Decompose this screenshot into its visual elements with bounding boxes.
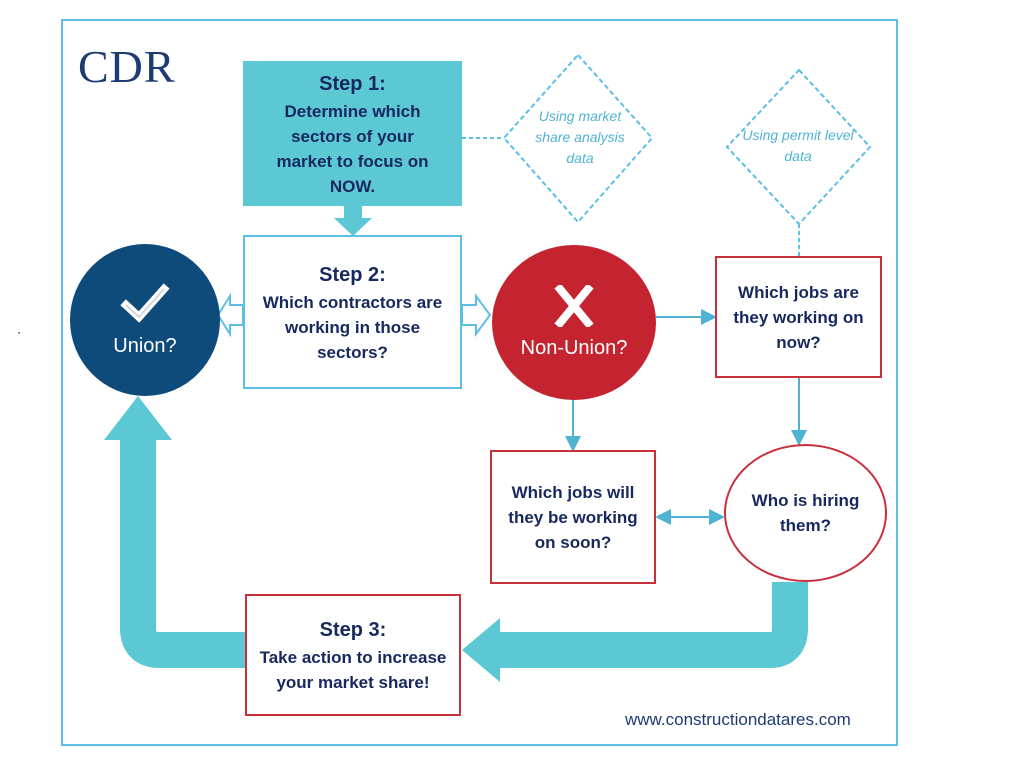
jobs-now-text: Which jobs are they working on now? xyxy=(733,282,864,352)
step3-box: Step 3: Take action to increase your mar… xyxy=(245,594,461,716)
note-market-share: Using market share analysis data xyxy=(535,108,625,166)
return-arrow-head-union xyxy=(104,396,172,440)
nonunion-circle: Non-Union? xyxy=(492,245,656,400)
cdr-logo: CDR xyxy=(78,41,176,92)
step3-text: Take action to increase your market shar… xyxy=(259,648,447,692)
step2-to-nonunion-arrow xyxy=(461,292,492,338)
step1-box: Step 1: Determine which sectors of your … xyxy=(243,61,462,206)
union-circle: Union? xyxy=(70,244,220,396)
jobs-soon-box: Which jobs will they be working on soon? xyxy=(490,450,656,584)
step1-title: Step 1: xyxy=(319,72,386,95)
x-icon xyxy=(554,285,594,327)
checkmark-icon xyxy=(120,282,170,323)
step2-to-union-arrow xyxy=(216,292,244,338)
step1-to-step2-arrow xyxy=(334,206,372,236)
return-arrow-to-step3 xyxy=(500,582,808,668)
jobs-now-box: Which jobs are they working on now? xyxy=(715,256,882,378)
note-permit-level: Using permit level data xyxy=(742,127,854,164)
diagram-frame xyxy=(61,19,898,746)
union-label: Union? xyxy=(113,334,177,357)
jobs-soon-text: Which jobs will they be working on soon? xyxy=(508,482,638,552)
step2-text: Which contractors are working in those s… xyxy=(262,292,443,362)
stray-dot xyxy=(18,332,20,334)
return-arrow-to-union xyxy=(120,440,245,668)
hiring-circle: Who is hiring them? xyxy=(724,444,887,582)
step2-title: Step 2: xyxy=(319,263,386,286)
step1-text: Determine which sectors of your market t… xyxy=(276,101,429,196)
website-link[interactable]: www.constructiondatares.com xyxy=(625,710,851,729)
return-arrow-head-step3 xyxy=(462,618,500,682)
nonunion-label: Non-Union? xyxy=(520,337,628,359)
step3-title: Step 3: xyxy=(319,619,387,641)
step2-box: Step 2: Which contractors are working in… xyxy=(243,235,462,389)
hiring-text: Who is hiring them? xyxy=(751,491,860,535)
diamond-market-share xyxy=(502,53,654,224)
